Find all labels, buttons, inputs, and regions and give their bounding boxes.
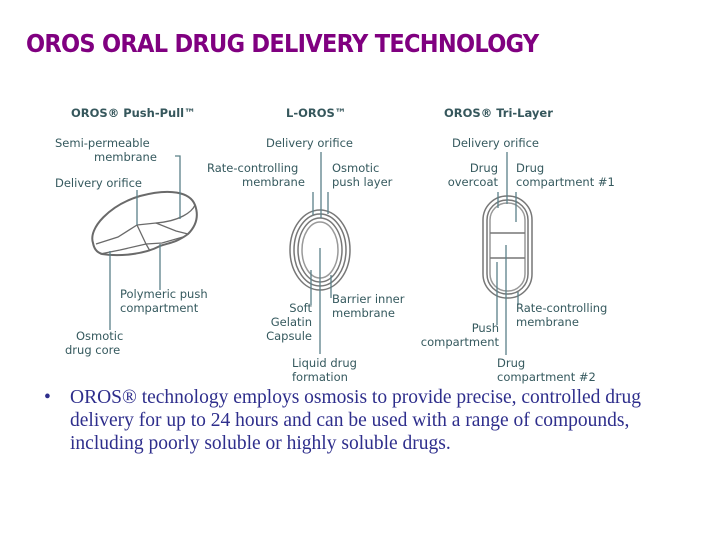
label-push: Push xyxy=(471,321,499,335)
oros-diagrams-graphic xyxy=(91,152,533,355)
label-liquid-drug: Liquid drug xyxy=(292,356,357,370)
label-rate-controlling: Rate-controlling xyxy=(207,161,299,175)
label-push-layer: push layer xyxy=(332,175,393,189)
label-tri-delivery-orifice: Delivery orifice xyxy=(452,136,539,150)
label-gelatin: Gelatin xyxy=(270,315,312,329)
push-pull-tablet-icon xyxy=(91,190,198,257)
push-pull-leader-lines xyxy=(109,155,181,330)
label-soft: Soft xyxy=(289,301,312,315)
label-formation: formation xyxy=(292,370,348,384)
page-title: OROS ORAL DRUG DELIVERY TECHNOLOGY xyxy=(26,29,539,58)
label-capsule: Capsule xyxy=(266,329,312,343)
label-barrier-inner: Barrier inner xyxy=(332,292,405,306)
label-drug-comp1-2: compartment #1 xyxy=(516,175,615,189)
label-push-compartment: compartment xyxy=(420,335,499,349)
label-drug-overcoat-1: Drug xyxy=(469,161,498,175)
label-polymeric-compartment: compartment xyxy=(120,301,199,315)
label-drug-comp2-1: Drug xyxy=(497,356,526,370)
label-polymeric-push: Polymeric push xyxy=(120,287,208,301)
label-drug-comp1-1: Drug xyxy=(516,161,545,175)
label-tri-rate-controlling: Rate-controlling xyxy=(516,301,608,315)
label-osmotic-push: Osmotic xyxy=(332,161,380,175)
label-drug-core: drug core xyxy=(65,343,121,357)
label-drug-comp2-2: compartment #2 xyxy=(497,370,596,384)
tri-layer-leader-lines xyxy=(496,152,519,355)
bullet-text: OROS® technology employs osmosis to prov… xyxy=(70,387,642,454)
label-rate-membrane: membrane xyxy=(242,175,305,189)
label-barrier-membrane: membrane xyxy=(332,306,395,320)
push-pull-header: OROS® Push-Pull™ xyxy=(71,106,196,120)
label-semi-permeable-membrane: membrane xyxy=(94,150,157,164)
tri-layer-capsule-icon xyxy=(482,195,533,299)
bullet-marker: • xyxy=(44,387,51,408)
label-osmotic: Osmotic xyxy=(76,329,124,343)
label-semi-permeable: Semi-permeable xyxy=(55,136,150,150)
label-drug-overcoat-2: overcoat xyxy=(447,175,498,189)
tri-layer-header: OROS® Tri-Layer xyxy=(444,106,553,120)
label-push-pull-delivery-orifice: Delivery orifice xyxy=(55,176,142,190)
label-l-oros-delivery-orifice: Delivery orifice xyxy=(266,136,353,150)
l-oros-leader-lines xyxy=(310,152,332,354)
l-oros-header: L-OROS™ xyxy=(286,106,347,120)
label-tri-rate-membrane: membrane xyxy=(516,315,579,329)
